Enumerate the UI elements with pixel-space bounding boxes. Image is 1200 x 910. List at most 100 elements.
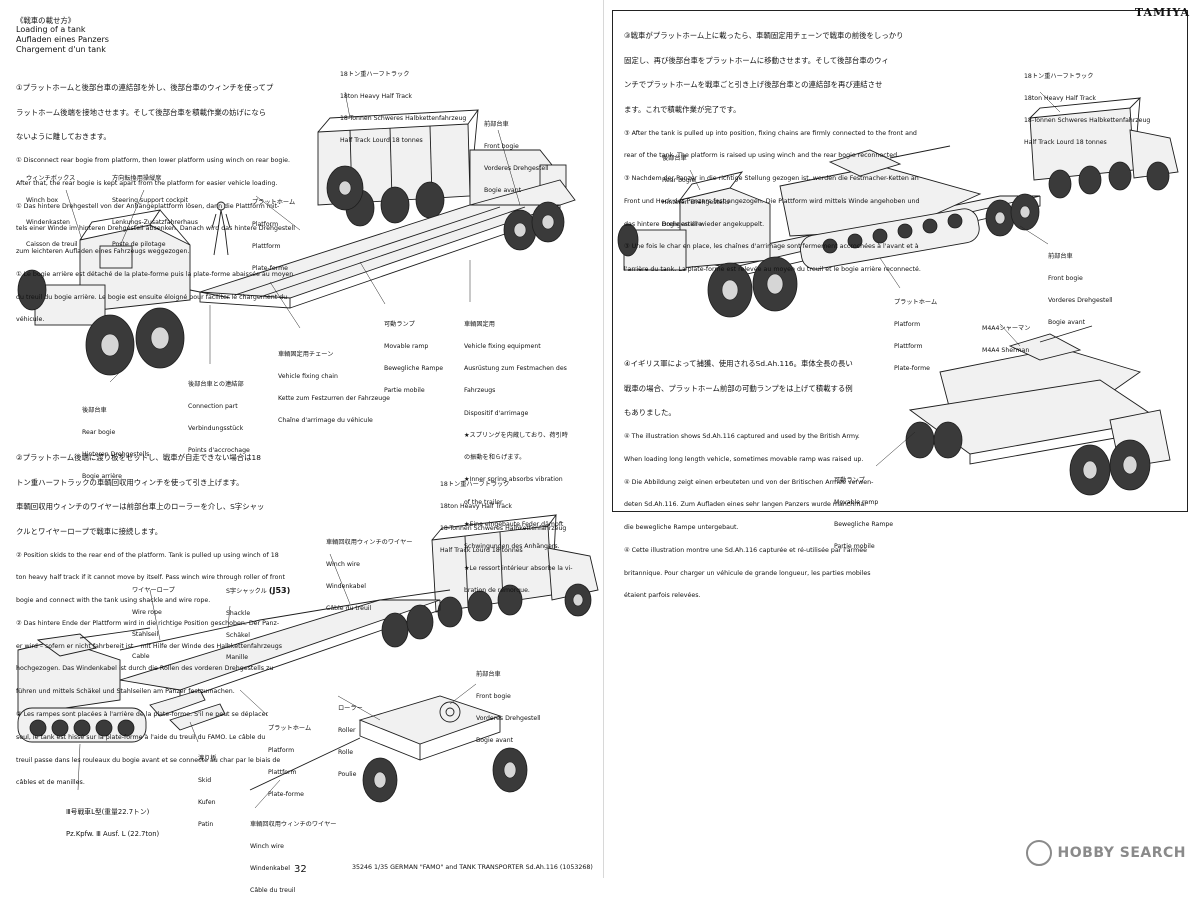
label-line: 渡り板 [198, 754, 217, 762]
label-line: Câble du treuil [326, 605, 372, 613]
label-line: Manille [226, 654, 249, 662]
label-line: Shackle [226, 610, 251, 618]
label-line: Lenkungs-Zusatzfahrerhaus [112, 219, 198, 227]
label-line: Ⅲ号戦車L型(重量22.7トン) [66, 807, 150, 816]
kit-footer: 35246 1/35 GERMAN "FAMO" and TANK TRANSP… [352, 864, 593, 871]
label-line: Platform [894, 321, 921, 329]
label-line: Plattform [268, 769, 297, 777]
half-track-illustration-3 [1029, 97, 1179, 199]
rear-bogie-illustration-3 [617, 171, 798, 318]
label-line: Front bogie [476, 693, 511, 701]
label-line: Half Track Lourd 18 tonnes [1024, 139, 1107, 147]
label-connection-part: 後部台車との連結部 Connection part Verbindungsstü… [188, 366, 250, 470]
step3-jp-line: ます。これで積載作業が完了です。 [624, 104, 741, 114]
label-line: 車輌固定用 [464, 320, 495, 328]
step2-fr-line: ② Les rampes sont placées à l'arrière de… [16, 711, 269, 719]
hobby-search-logo-icon [1025, 840, 1052, 866]
label-line: 方向転換用操縦席 [112, 174, 162, 182]
label-line: 18ton Heavy Half Track [1024, 95, 1097, 103]
step1-en-line: After that, the rear bogie is kept apart… [16, 179, 278, 187]
label-line: Vehicle fixing chain [278, 373, 338, 381]
step4-fr-line: ④ Cette illustration montre une Sd.Ah.11… [624, 546, 867, 554]
label-line: Stahlseil [132, 631, 159, 639]
step1-fr-line: ① Le bogie arrière est détaché de la pla… [16, 270, 294, 278]
label-line: 後部台車 [662, 154, 687, 162]
label-steering-cockpit: 方向転換用操縦席 Steering support cockpit Lenkun… [112, 160, 198, 264]
label-line: Chaîne d'arrimage du véhicule [278, 417, 373, 425]
label-line: 後部台車との連結部 [188, 380, 244, 388]
step2-en-line: bogie and connect with the tank using sh… [16, 597, 211, 605]
step4-de-line: ④ Die Abbildung zeigt einen erbeuteten u… [624, 478, 874, 486]
label-line: 18トン重ハーフトラック [1024, 72, 1094, 80]
step4-en-line: When loading long length vehicle, someti… [624, 455, 864, 463]
label-line: ★Inner spring absorbs vibration [464, 476, 563, 484]
label-line: 車輌回収用ウィンチのワイヤー [326, 538, 413, 546]
label-line: Skid [198, 777, 212, 785]
label-line: Winch wire [250, 843, 284, 851]
label-line: 前部台車 [484, 120, 509, 128]
label-line: 18-Tonnen Schweres Halbkettenfahrzeug [1024, 117, 1151, 125]
label-line: Plattform [894, 343, 923, 351]
page-number: 32 [294, 864, 307, 875]
step1-text: ①プラットホームと後部台車の連結部を外し、後部台車のウィンチを使ってプ ラットホ… [16, 68, 295, 339]
label-line: Points d'accrochage [188, 447, 250, 455]
scene4-leader-lines [875, 323, 1021, 467]
scene2-illustration [17, 514, 599, 809]
step2-jp-line: 車輌回収用ウィンチのワイヤーは前部台車上のローラーを介し、S字シャッ [16, 502, 265, 512]
label-line: プラットホーム [268, 724, 312, 732]
step2-de-line: ② Das hintere Ende der Plattform wird in… [16, 619, 280, 627]
label-line: Vorderes Drehgestell [476, 715, 541, 723]
heading-de: Aufladen eines Panzers [16, 35, 109, 45]
label-line: bration de remorque. [464, 587, 530, 595]
label-line: S字シャックル [226, 587, 267, 595]
tamiya-logo: TAMIYA [1134, 6, 1190, 19]
scene1-leader-lines [65, 91, 521, 383]
illustrations [17, 91, 1179, 809]
step1-en-line: ① Disconnect rear bogie from platform, t… [16, 156, 291, 164]
label-winch-wire-bottom: 車輌回収用ウィンチのワイヤー Winch wire Windenkabel Câ… [250, 806, 336, 910]
step2-jp-line: ②プラットホーム後端に渡り板をセットし、戦車が自走できない場合は18 [16, 453, 261, 463]
step2-fr-line: treuil passe dans les rouleaux du bogie … [16, 756, 281, 764]
loaded-tank-illustration [779, 145, 982, 270]
step2-en-line: ton heavy half track if it cannot move b… [16, 574, 285, 582]
label-line: 後部台車 [82, 406, 107, 414]
label-line: Windenkabel [250, 865, 290, 873]
platform-illustration-1 [199, 179, 576, 309]
label-line: Poulie [338, 771, 357, 779]
label-line: 車輌回収用ウィンチのワイヤー [250, 820, 337, 828]
label-line: プラットホーム [894, 298, 938, 306]
step4-text: ④イギリス軍によって捕獲、使用されるSd.Ah.116。車体全長の長い 戦車の場… [624, 344, 873, 615]
label-line: Movable ramp [384, 343, 429, 351]
step1-fr-line: véhicule. [16, 316, 45, 324]
label-line: Front bogie [484, 143, 519, 151]
label-line: Steering support cockpit [112, 197, 189, 205]
label-line: of the trailer. [464, 498, 505, 506]
label-line: 18トン重ハーフトラック [340, 70, 410, 78]
platform-illustration-2 [119, 599, 441, 701]
label-line: Platform [268, 747, 295, 755]
skid-illustration-1 [149, 689, 206, 717]
label-platform-2: プラットホーム Platform Plattform Plate-forme [268, 710, 311, 814]
step3-fr-line: l'arrière du tank. La plate-forme est re… [624, 266, 921, 274]
step4-jp-line: ④イギリス軍によって捕獲、使用されるSd.Ah.116。車体全長の長い [624, 359, 853, 369]
label-line: ★スプリングを内蔵しており、荷引時 [464, 431, 568, 439]
label-front-bogie-3: 前部台車 Front bogie Vorderes Drehgestell Bo… [1048, 238, 1113, 342]
label-line: Hinteren Drehgestells [662, 199, 730, 207]
front-bogie-detail-illustration [249, 695, 528, 803]
label-line: ローラー [338, 704, 363, 712]
label-line: Wire rope [132, 609, 162, 617]
step3-de-line: das hintere Drehgestell wieder angekuppe… [624, 220, 765, 228]
label-winch-wire-top: 車輌回収用ウィンチのワイヤー Winch wire Windenkabel Câ… [326, 524, 412, 628]
step4-jp-line: 戦車の場合、プラットホーム前部の可動ランプをは上げて積載する例 [624, 383, 853, 393]
step2-fr-line: câbles et de manilles. [16, 779, 85, 787]
label-half-track-3: 18トン重ハーフトラック 18ton Heavy Half Track 18-T… [1024, 58, 1150, 162]
label-line: Pz.Kpfw. Ⅲ Ausf. L (22.7ton) [66, 830, 160, 839]
label-line: 可動ランプ [834, 476, 865, 484]
label-vehicle-fixing-chain: 車輌固定用チェーン Vehicle fixing chain Kette zum… [278, 336, 390, 440]
step3-en-line: rear of the tank. The platform is raised… [624, 152, 900, 160]
shackle-label-first-line: S字シャックル (J53) [226, 586, 290, 595]
label-line: Rear bogie [82, 429, 116, 437]
step3-fr-line: ③ Une fois le char en place, les chaînes… [624, 243, 919, 251]
label-line: M4A4 Sherman [982, 347, 1030, 355]
label-half-track-2: 18トン重ハーフトラック 18ton Heavy Half Track 18-T… [440, 466, 566, 570]
